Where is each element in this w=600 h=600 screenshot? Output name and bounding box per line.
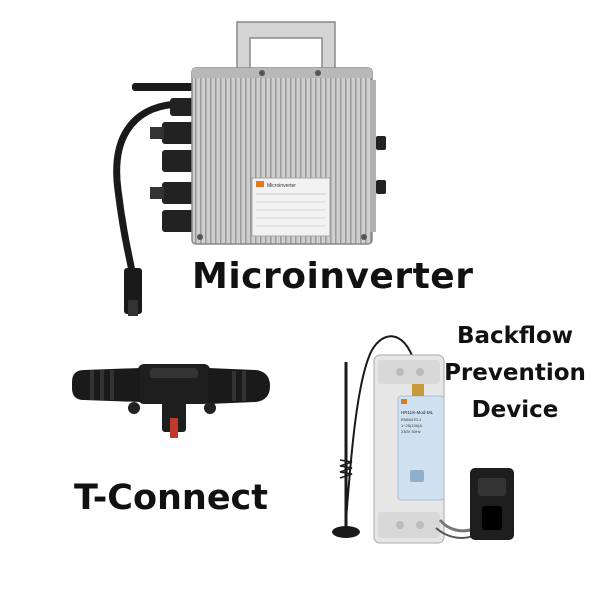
backflow-device-label: Backflow Prevention Device <box>430 318 600 429</box>
t-connect-image <box>72 364 270 438</box>
meter-model: HR11S-Mod-ML <box>401 410 434 415</box>
microinverter-label: Microinverter <box>192 256 474 297</box>
t-connect-label: T-Connect <box>74 478 269 518</box>
microinverter-nameplate: Microinverter <box>251 177 331 237</box>
dc-connectors-icon <box>150 98 196 232</box>
microinverter-image: Microinverter <box>113 21 386 316</box>
plate-brand: Microinverter <box>267 183 296 189</box>
meter-front-label: HR11S-Mod-ML EN50470-1 1~25(100)A 230V 5… <box>397 395 445 501</box>
backflow-device-image: HR11S-Mod-ML EN50470-1 1~25(100)A 230V 5… <box>332 335 514 544</box>
backflow-label-line1: Backflow <box>456 323 574 349</box>
backflow-label-line2: Prevention <box>444 360 586 386</box>
ct-clamp-icon <box>470 468 514 540</box>
meter-standard: EN50470-1 <box>401 417 422 422</box>
meter-voltage: 230V 50Hz <box>401 429 421 434</box>
meter-current: 1~25(100)A <box>401 423 422 428</box>
backflow-label-line3: Device <box>471 397 559 423</box>
